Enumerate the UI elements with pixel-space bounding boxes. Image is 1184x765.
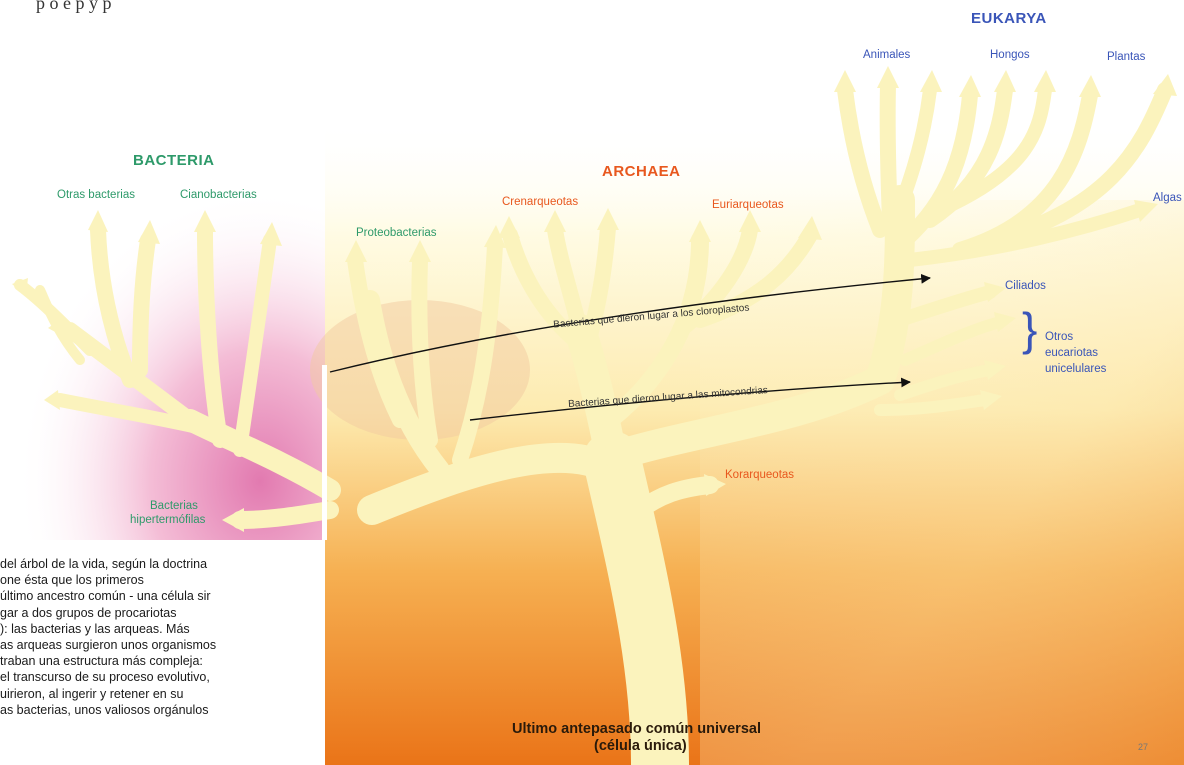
- root-label-line2: (célula única): [594, 738, 687, 755]
- tip: [959, 75, 981, 97]
- caption-line: ): las bacterias y las arqueas. Más: [0, 621, 330, 637]
- tip: [877, 66, 899, 88]
- header-fragment: p o e p y p: [36, 0, 112, 14]
- bacteria-background: [0, 150, 325, 540]
- label-proteobacterias: Proteobacterias: [356, 227, 437, 241]
- label-hongos: Hongos: [990, 49, 1030, 63]
- page-number: 27: [1138, 742, 1148, 752]
- group-label-bacteria: BACTERIA: [133, 152, 215, 170]
- tip: [1079, 75, 1101, 97]
- label-bacterias-hipertermofilas-1: Bacterias: [150, 500, 198, 514]
- label-animales: Animales: [863, 49, 910, 63]
- label-crenarqueotas: Crenarqueotas: [502, 196, 578, 210]
- caption-line: el transcurso de su proceso evolutivo,: [0, 669, 330, 685]
- tip: [1153, 74, 1177, 96]
- caption-line: gar a dos grupos de procariotas: [0, 605, 330, 621]
- caption-line: traban una estructura más compleja:: [0, 653, 330, 669]
- tip: [1034, 70, 1056, 92]
- caption-line: del árbol de la vida, según la doctrina: [0, 556, 330, 572]
- caption: del árbol de la vida, según la doctrina …: [0, 556, 330, 718]
- label-bacterias-hipertermofilas-2: hipertermófilas: [130, 514, 205, 528]
- caption-line: as bacterias, unos valiosos orgánulos: [0, 702, 330, 718]
- tip: [920, 70, 942, 92]
- panel-divider: [322, 365, 327, 540]
- label-otros-eucariotas-2: eucariotas: [1045, 347, 1098, 361]
- label-cianobacterias: Cianobacterias: [180, 189, 257, 203]
- group-label-archaea: ARCHAEA: [602, 163, 681, 181]
- label-algas: Algas: [1153, 192, 1182, 206]
- otros-eucariotas-brace: }: [1022, 306, 1037, 352]
- label-euriarqueotas: Euriarqueotas: [712, 199, 784, 213]
- bact-hyper: [240, 510, 330, 520]
- root-label-line1: Ultimo antepasado común universal: [512, 721, 761, 738]
- label-otros-eucariotas-3: unicelulares: [1045, 363, 1106, 377]
- caption-line: one ésta que los primeros: [0, 572, 330, 588]
- label-korarqueotas: Korarqueotas: [725, 469, 794, 483]
- bact-otras2: [140, 240, 148, 370]
- label-ciliados: Ciliados: [1005, 280, 1046, 294]
- caption-line: uirieron, al ingerir y retener en su: [0, 686, 330, 702]
- label-otras-bacterias: Otras bacterias: [57, 189, 135, 203]
- group-label-eukarya: EUKARYA: [971, 10, 1047, 28]
- caption-line: as arqueas surgieron unos organismos: [0, 637, 330, 653]
- label-plantas: Plantas: [1107, 51, 1145, 65]
- caption-line: último ancestro común - una célula sir: [0, 588, 330, 604]
- tip: [994, 70, 1016, 92]
- label-otros-eucariotas-1: Otros: [1045, 331, 1073, 345]
- tip: [834, 70, 856, 92]
- euk-animales-2: [888, 85, 890, 220]
